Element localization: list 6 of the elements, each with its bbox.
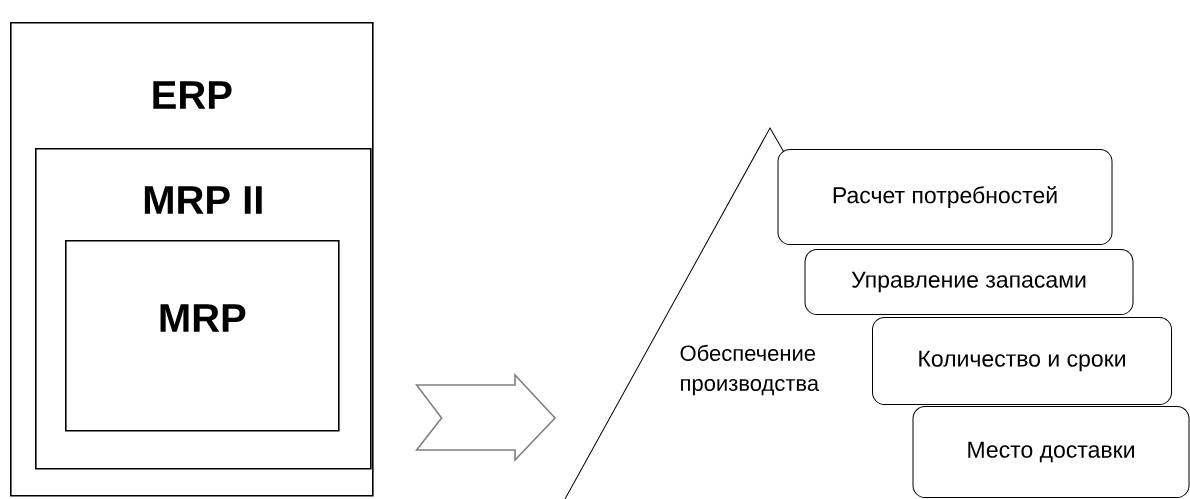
rounded-box: Расчет потребностей: [777, 149, 1113, 245]
rounded-box: Управление запасами: [804, 249, 1134, 315]
rounded-box: Место доставки: [912, 406, 1190, 498]
nested-box: MRP: [65, 240, 340, 432]
block-arrow: [414, 372, 557, 462]
rounded-box: Количество и сроки: [872, 317, 1172, 405]
